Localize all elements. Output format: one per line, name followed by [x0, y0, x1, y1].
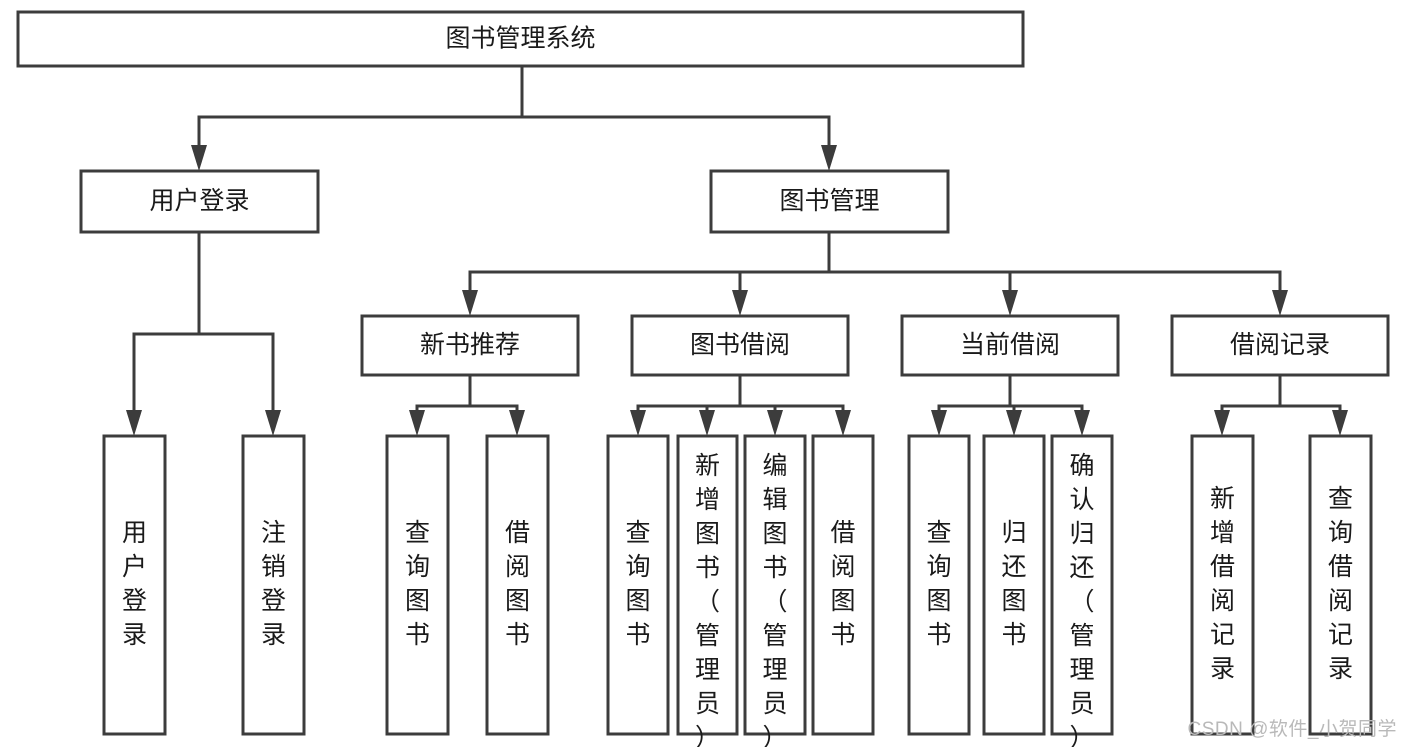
node-root-label: 图书管理系统 [445, 25, 595, 53]
node-user-login-label: 用户登录 [149, 187, 249, 215]
node-user-login-box[interactable] [79, 169, 320, 234]
node-leaf-edit-book-admin-box[interactable] [743, 434, 807, 736]
current-borrow-leaf-1-arrow [1006, 410, 1022, 436]
node-leaf-borrow-book-box[interactable] [811, 434, 875, 736]
node-root-box[interactable] [16, 10, 1025, 68]
level3-1-arrow [732, 290, 748, 316]
book-borrow-leaf-0-arrow [630, 410, 646, 436]
node-new-book-recommend-box[interactable] [360, 314, 580, 377]
node-new-book-recommend-label: 新书推荐 [420, 331, 520, 359]
node-leaf-query-borrow-record-label: 查询借阅记录 [1328, 485, 1353, 683]
node-current-borrow-box[interactable] [900, 314, 1120, 377]
node-leaf-confirm-return-admin-label: 确认归还（管理员） [1069, 452, 1094, 747]
node-book-management-label: 图书管理 [779, 187, 879, 215]
level3-2-arrow [1002, 290, 1018, 316]
node-book-borrow-box[interactable] [630, 314, 850, 377]
node-leaf-user-login-label: 用户登录 [122, 519, 147, 649]
node-leaf-borrow-book-recommend-box[interactable] [485, 434, 550, 736]
node-borrow-record-box[interactable] [1170, 314, 1390, 377]
node-leaf-query-book-current-box[interactable] [907, 434, 971, 736]
node-leaf-add-book-admin-label: 新增图书（管理员） [695, 452, 720, 747]
node-leaf-query-book-borrow-box[interactable] [606, 434, 670, 736]
level2-0-arrow [191, 145, 207, 171]
node-leaf-return-book-box[interactable] [982, 434, 1046, 736]
node-leaf-add-book-admin-box[interactable] [676, 434, 739, 736]
node-leaf-query-book-recommend-label: 查询图书 [405, 519, 430, 649]
node-leaf-borrow-book-recommend-label: 借阅图书 [505, 519, 530, 649]
new-book-recommend-leaf-1-arrow [509, 410, 525, 436]
node-leaf-user-login-box[interactable] [102, 434, 167, 736]
current-borrow-leaf-0-arrow [931, 410, 947, 436]
level3-3-arrow [1272, 290, 1288, 316]
current-borrow-leaf-2-arrow [1074, 410, 1090, 436]
node-leaf-logout-login-box[interactable] [241, 434, 306, 736]
node-leaf-query-book-current-label: 查询图书 [926, 519, 951, 649]
node-leaf-return-book-label: 归还图书 [1001, 519, 1026, 649]
new-book-recommend-leaf-0-arrow [409, 410, 425, 436]
book-borrow-leaf-1-arrow [699, 410, 715, 436]
borrow-record-leaf-0-arrow [1214, 410, 1230, 436]
node-leaf-query-book-borrow-label: 查询图书 [625, 519, 650, 649]
node-leaf-query-borrow-record-box[interactable] [1308, 434, 1373, 736]
csdn-watermark: CSDN @软件_小贺同学 [1187, 719, 1397, 740]
book-borrow-leaf-3-arrow [835, 410, 851, 436]
node-leaf-logout-login-label: 注销登录 [261, 519, 286, 649]
node-leaf-add-borrow-record-box[interactable] [1190, 434, 1255, 736]
borrow-record-leaf-1-arrow [1332, 410, 1348, 436]
book-borrow-leaf-2-arrow [767, 410, 783, 436]
node-book-borrow-label: 图书借阅 [690, 331, 790, 359]
level3-0-arrow [462, 290, 478, 316]
node-borrow-record-label: 借阅记录 [1230, 331, 1330, 359]
level2-1-arrow [821, 145, 837, 171]
node-leaf-confirm-return-admin-box[interactable] [1050, 434, 1114, 736]
user-login-leaf-1-arrow [265, 410, 281, 436]
node-leaf-edit-book-admin-label: 编辑图书（管理员） [762, 452, 787, 747]
node-leaf-borrow-book-label: 借阅图书 [830, 519, 855, 649]
node-book-management-box[interactable] [709, 169, 950, 234]
node-leaf-query-book-recommend-box[interactable] [385, 434, 450, 736]
node-leaf-add-borrow-record-label: 新增借阅记录 [1210, 485, 1235, 683]
user-login-leaf-0-arrow [126, 410, 142, 436]
node-current-borrow-label: 当前借阅 [960, 331, 1060, 359]
